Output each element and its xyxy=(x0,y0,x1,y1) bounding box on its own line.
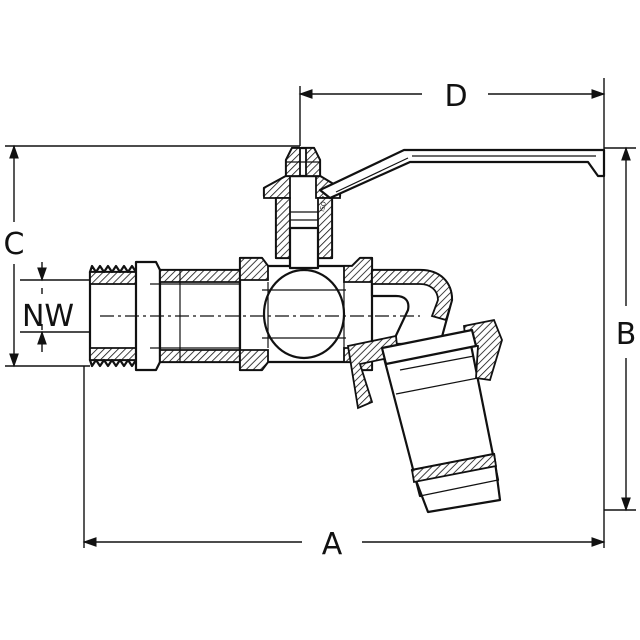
dimension-label-nw: NW xyxy=(22,299,74,334)
dimension-label-c: C xyxy=(4,227,25,262)
stem-top xyxy=(284,146,322,178)
dimension-label-b: B xyxy=(616,317,637,352)
dimension-nw: NW xyxy=(22,262,74,352)
lever-handle xyxy=(318,148,606,200)
valve-assembly: ISO 7 xyxy=(88,146,606,514)
outlet-elbow xyxy=(370,268,454,346)
hose-nozzle xyxy=(382,338,502,514)
coupling-nut xyxy=(346,318,503,410)
dimension-c: C xyxy=(4,144,25,368)
dimension-label-d: D xyxy=(444,79,467,114)
dimension-b: B xyxy=(616,146,637,512)
dimension-a: A xyxy=(82,527,606,562)
stem-bonnet: ISO 7 xyxy=(262,174,342,270)
dimension-d: D xyxy=(298,79,606,114)
svg-text:ISO 7: ISO 7 xyxy=(319,195,329,212)
ball xyxy=(262,268,346,360)
ball-housing xyxy=(238,256,374,372)
dimension-label-a: A xyxy=(322,527,343,562)
